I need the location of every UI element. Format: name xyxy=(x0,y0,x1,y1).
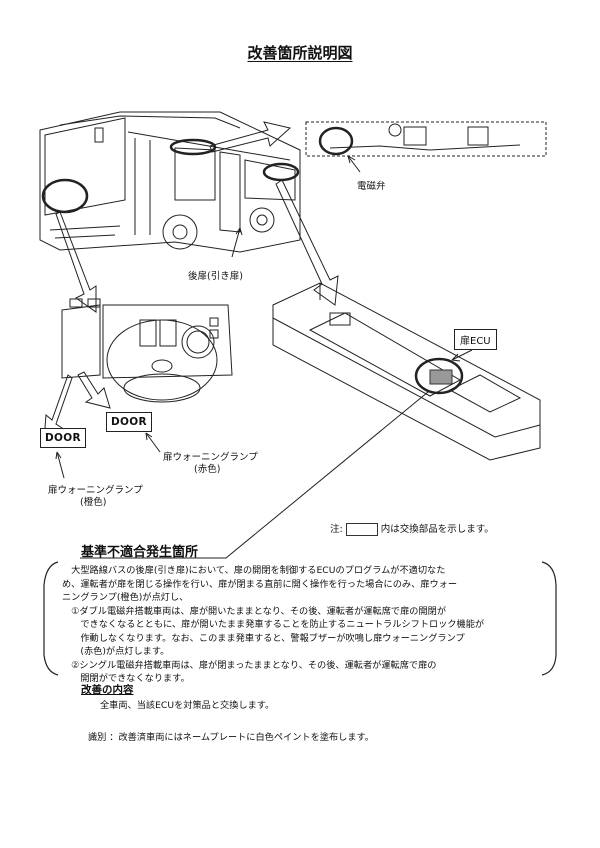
highlight-wiper-area xyxy=(41,178,89,214)
lamp-orange-leader xyxy=(56,451,65,479)
defect-heading: 基準不適合発生箇所 xyxy=(81,545,199,560)
defect-line: できなくなるとともに、扉が開いたまま発車することを防止するニュートラルシフトロッ… xyxy=(62,619,485,630)
bracket-right xyxy=(541,561,557,676)
highlight-door-ecu xyxy=(414,357,464,395)
door-lamp-red-badge: DOOR xyxy=(106,412,152,432)
defect-line: 作動しなくなります。なお、このまま発車すると、警報ブザーが吹鳴し扉ウォーニングラ… xyxy=(62,632,465,644)
lamp-red-leader xyxy=(145,432,161,453)
identification-text: ：改善済車両にはネームプレートに白色ペイントを塗布します。 xyxy=(109,732,374,743)
ecu-leader xyxy=(451,349,473,361)
callout-line xyxy=(80,391,429,559)
defect-line: 大型路線バスの後扉(引き扉)において、扉の開閉を制御するECUのプログラムが不適… xyxy=(62,565,446,576)
dashboard-illustration xyxy=(61,298,233,403)
door-lamp-orange-badge: DOOR xyxy=(40,428,86,448)
note-prefix: 注: xyxy=(330,524,343,535)
arrow-to-ecu xyxy=(275,179,339,306)
solenoid-leader xyxy=(347,155,361,173)
highlight-roof-valve xyxy=(169,138,217,156)
door-ecu-label: 扉ECU xyxy=(454,329,497,350)
lamp-orange-color: (橙色) xyxy=(80,497,107,508)
identification: 識別 ：改善済車両にはネームプレートに白色ペイントを塗布します。 xyxy=(88,731,374,745)
rear-door-leader xyxy=(231,227,241,258)
defect-line: ニングランプ(橙色)が点灯し、 xyxy=(62,592,189,603)
defect-line: 開閉ができなくなります。 xyxy=(62,673,190,684)
arrow-to-lamp-red xyxy=(77,371,111,409)
defect-line: め、運転者が扉を閉じる操作を行い、扉が閉まる直前に開く操作を行った場合にのみ、扉… xyxy=(62,578,458,590)
remedy-text: 全車両、当該ECUを対策品と交換します。 xyxy=(100,700,275,711)
page-title: 改善箇所説明図 xyxy=(247,44,353,62)
remedy-heading: 改善の内容 xyxy=(81,684,134,696)
ecu-housing-illustration xyxy=(272,282,541,461)
door-ecu-unit xyxy=(429,369,453,385)
lamp-red-color: (赤色) xyxy=(194,464,221,475)
note-suffix: 内は交換部品を示します。 xyxy=(380,524,494,535)
rear-door-label: 後扉(引き扉) xyxy=(188,271,243,282)
defect-line: ①ダブル電磁弁搭載車両は、扉が開いたままとなり、その後、運転者が運転席で扉の開閉… xyxy=(62,605,447,617)
arrow-to-dashboard xyxy=(55,211,97,313)
arrow-to-valve-panel xyxy=(209,121,292,153)
solenoid-valve-label: 電磁弁 xyxy=(357,181,386,192)
highlight-rear-roof xyxy=(262,162,300,182)
highlight-solenoid-valve xyxy=(318,126,354,156)
bus-illustration xyxy=(39,111,301,253)
note-box-legend xyxy=(345,523,378,536)
lamp-red-label: 扉ウォーニングランプ xyxy=(163,452,258,463)
defect-line: (赤色)が点灯します。 xyxy=(62,646,170,657)
lamp-orange-label: 扉ウォーニングランプ xyxy=(48,485,143,496)
defect-line: ②シングル電磁弁搭載車両は、扉が閉まったままとなり、その後、運転者が運転席で扉の xyxy=(62,659,437,671)
valve-panel-illustration xyxy=(305,121,547,157)
defect-description: 大型路線バスの後扉(引き扉)において、扉の開閉を制御するECUのプログラムが不適… xyxy=(62,564,542,686)
replacement-parts-note: 注: 内は交換部品を示します。 xyxy=(330,521,494,536)
bracket-left xyxy=(43,561,59,676)
identification-label: 識別 xyxy=(88,732,107,743)
